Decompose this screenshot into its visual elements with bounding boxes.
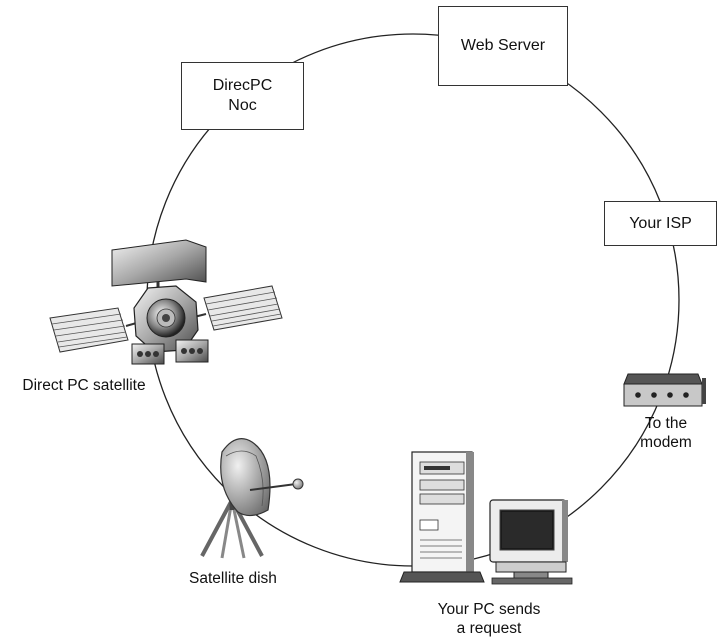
modem-icon (623, 373, 706, 407)
modem-label-line2: modem (640, 434, 692, 451)
satellite-label: Direct PC satellite (4, 376, 164, 395)
direcpc-noc-line2: Noc (228, 97, 257, 114)
satellite-icon (49, 239, 283, 365)
satellite-label-text: Direct PC satellite (22, 377, 146, 394)
web-server-label: Web Server (460, 37, 546, 54)
pc-label-line2: a request (456, 620, 522, 637)
satellite-dish-label-text: Satellite dish (189, 570, 277, 587)
monitor-icon (489, 499, 573, 585)
direcpc-noc-box: DirecPC Noc (181, 62, 304, 130)
your-isp-box: Your ISP (604, 201, 717, 246)
satellite-dish-icon (200, 438, 304, 559)
pc-label-line1: Your PC sends (437, 601, 541, 618)
web-server-box: Web Server (438, 6, 568, 86)
your-isp-label: Your ISP (629, 214, 692, 232)
pc-tower-icon (399, 451, 485, 583)
modem-label: To the modem (628, 414, 704, 452)
modem-label-line1: To the (644, 415, 688, 432)
satellite-dish-label: Satellite dish (170, 569, 296, 588)
pc-label: Your PC sends a request (404, 600, 574, 638)
direcpc-noc-line1: DirecPC (212, 77, 273, 94)
